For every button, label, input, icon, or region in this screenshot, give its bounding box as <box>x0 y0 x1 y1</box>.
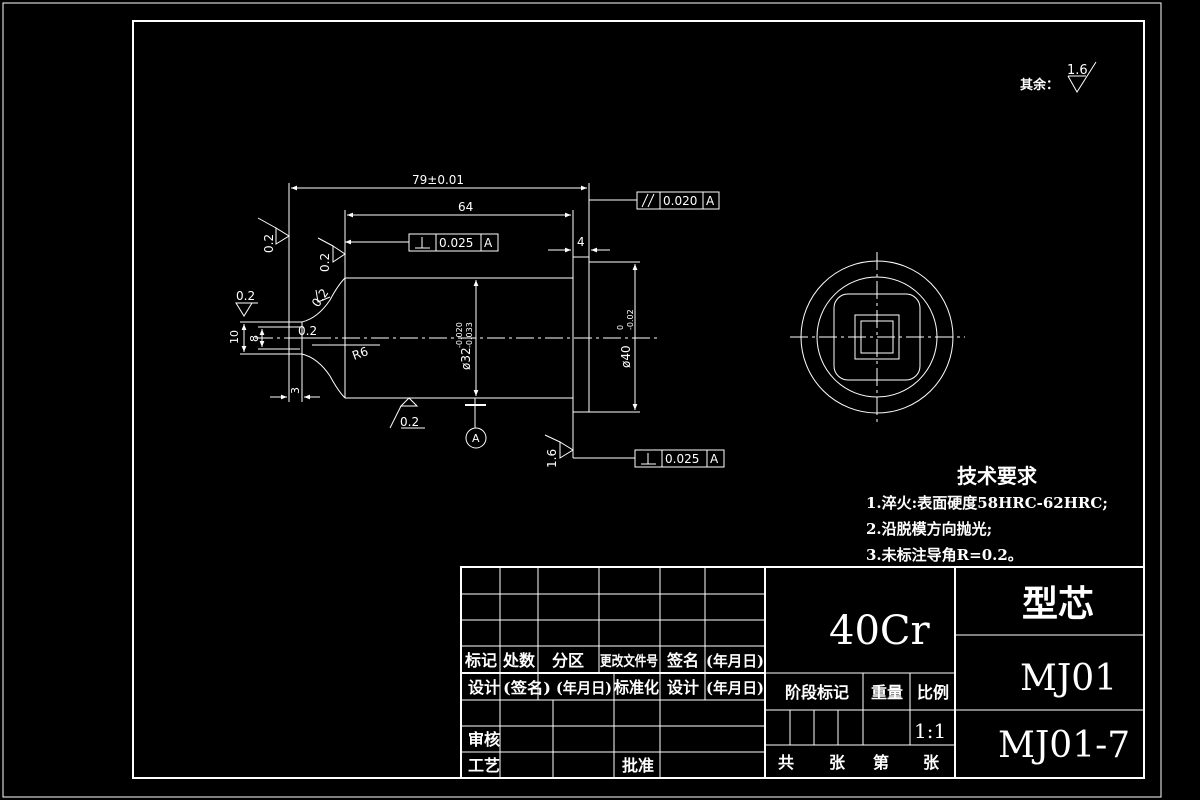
dia32-base: ø32 <box>459 347 473 370</box>
default-roughness-note: 其余： 1.6 <box>1020 61 1097 93</box>
dim-dia40 <box>589 261 640 413</box>
dia40-tol-up: 0 <box>616 325 625 330</box>
design-sign: (签名) <box>503 679 551 697</box>
tol-perp-top-frame <box>345 233 499 252</box>
dia40-tol-dn: -0.02 <box>626 309 635 330</box>
tol-perp-top-datum: A <box>484 236 493 250</box>
design-row: 设计 (签名) (年月日) 标准化 设计 (年月日) <box>468 678 764 697</box>
scale-label: 比例 <box>917 683 949 702</box>
roughness-symbol-icon <box>1067 61 1097 93</box>
title-block-grid <box>460 566 1145 779</box>
tol-perp-bottom-frame <box>572 412 725 468</box>
dim-tip-3: 3 <box>289 387 302 394</box>
tol-perp-top-value: 0.025 <box>439 236 473 250</box>
hdr-signature: 签名 <box>666 651 699 670</box>
outer-border <box>2 2 1162 798</box>
default-roughness-value: 1.6 <box>1067 63 1088 78</box>
roughness-2: 0.2 <box>318 253 332 272</box>
part-front-view <box>255 256 660 449</box>
dim-79 <box>288 183 590 322</box>
design-date: (年月日) <box>556 679 612 697</box>
dim-tip-8: 8 <box>248 335 261 342</box>
dim-overall-length: 79±0.01 <box>412 173 464 187</box>
scale-value: 1:1 <box>914 719 946 743</box>
design-date-2: (年月日) <box>706 679 764 697</box>
hdr-count: 处数 <box>502 651 536 670</box>
roughness-3: 0.2 <box>309 286 331 310</box>
drawing-number: MJ01-7 <box>998 725 1130 766</box>
tol-perp-bottom-value: 0.025 <box>665 452 699 466</box>
default-roughness-label: 其余： <box>1020 77 1059 93</box>
stage-mark-label: 阶段标记 <box>785 683 849 702</box>
roughness-symbols <box>235 217 574 459</box>
roughness-4: 0.2 <box>236 289 255 303</box>
standardize-label: 标准化 <box>613 678 659 697</box>
dim-radius: R6 <box>350 344 370 363</box>
tech-req-item-2: 2.沿脱模方向抛光; <box>866 520 992 538</box>
roughness-5: 0.2 <box>298 324 317 338</box>
part-name: 型芯 <box>1022 583 1094 625</box>
dim-flange-length: 4 <box>577 235 585 249</box>
datum-label: A <box>472 432 480 445</box>
roughness-6: 0.2 <box>400 415 419 429</box>
review-label: 审核 <box>468 730 500 749</box>
dia32-tol-dn: -0.033 <box>465 322 474 348</box>
dia40-base: ø40 <box>619 345 633 368</box>
tol-parallel-datum: A <box>706 194 715 208</box>
weight-label: 重量 <box>871 683 903 702</box>
roughness-7: 1.6 <box>545 449 559 468</box>
page-label: 第 <box>873 753 889 772</box>
tech-req-item-3: 3.未标注导角R=0.2。 <box>866 546 1023 564</box>
dia32-tol-up: -0.020 <box>455 322 464 348</box>
dim-body-length: 64 <box>458 200 473 214</box>
tech-req-item-1: 1.淬火:表面硬度58HRC-62HRC; <box>866 494 1108 512</box>
design-label: 设计 <box>468 678 500 697</box>
hdr-change-doc: 更改文件号 <box>600 653 658 670</box>
design-label-2: 设计 <box>667 678 699 697</box>
dim-4 <box>548 245 610 257</box>
hdr-date: (年月日) <box>706 652 764 670</box>
approve-label: 批准 <box>622 756 654 775</box>
sheet-label-2: 张 <box>923 753 940 772</box>
tol-parallel-value: 0.020 <box>663 194 697 208</box>
tech-req-title: 技术要求 <box>957 464 1038 488</box>
rev-headers: 标记 处数 分区 更改文件号 签名 (年月日) <box>464 651 764 670</box>
total-label: 共 <box>778 753 794 772</box>
hdr-zone: 分区 <box>552 651 584 670</box>
drawing-code: MJ01 <box>1020 658 1117 699</box>
part-end-view <box>790 252 965 422</box>
process-label: 工艺 <box>468 756 500 775</box>
roughness-1: 0.2 <box>262 234 276 253</box>
material: 40Cr <box>829 608 931 654</box>
dim-tip-10: 10 <box>228 330 241 344</box>
tol-perp-bottom-datum: A <box>710 452 719 466</box>
hdr-mark: 标记 <box>464 651 497 670</box>
sheet-label: 张 <box>829 753 846 772</box>
tol-parallel-frame <box>589 191 720 210</box>
dim-tip <box>240 321 320 402</box>
